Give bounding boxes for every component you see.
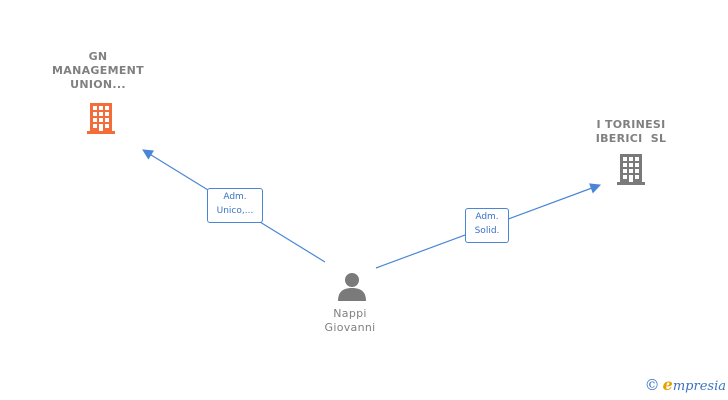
person-label-nappi-giovanni[interactable]: Nappi Giovanni	[300, 307, 400, 335]
edge-label-line: Adm.	[223, 192, 247, 202]
brand-name: mpresia	[672, 379, 726, 394]
company-label-line: MANAGEMENT	[52, 64, 144, 77]
building-icon[interactable]	[614, 152, 648, 186]
edge-label-adm-solid[interactable]: Adm. Solid.	[465, 208, 509, 243]
brand-initial: e	[662, 375, 673, 394]
edge-label-adm-unico[interactable]: Adm. Unico,...	[207, 188, 263, 223]
edge-label-line: Adm.	[475, 212, 499, 222]
company-label-line: UNION...	[70, 78, 126, 91]
company-label-gn-management[interactable]: GN MANAGEMENT UNION...	[40, 50, 156, 92]
company-label-line: IBERICI SL	[595, 132, 667, 145]
edge-label-line: Solid.	[474, 226, 500, 236]
edge-label-line: Unico,...	[216, 206, 254, 216]
person-icon[interactable]	[336, 271, 368, 303]
copyright-symbol: ©	[644, 375, 660, 394]
person-label-line: Nappi	[333, 307, 367, 320]
brand-logo[interactable]: empresia	[663, 375, 726, 394]
company-label-line: GN	[88, 50, 108, 63]
building-icon[interactable]	[84, 101, 118, 135]
person-label-line: Giovanni	[324, 321, 376, 334]
company-label-i-torinesi[interactable]: I TORINESI IBERICI SL	[576, 118, 686, 146]
footer-brand[interactable]: © empresia	[645, 375, 726, 394]
company-label-line: I TORINESI	[596, 118, 666, 131]
